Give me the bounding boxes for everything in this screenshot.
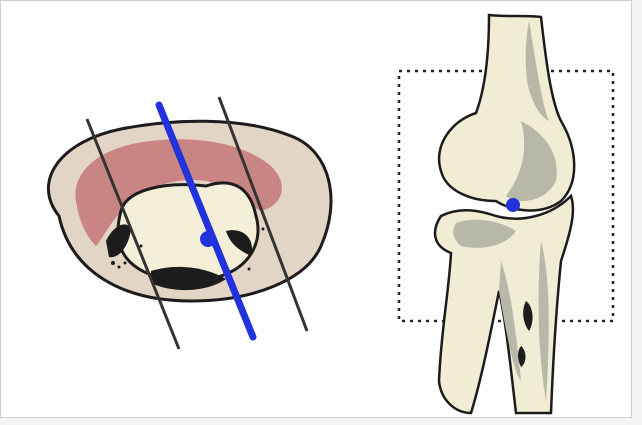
figure-frame bbox=[0, 0, 632, 418]
cross-section-panel bbox=[48, 97, 331, 349]
blue-axis-center bbox=[200, 231, 216, 247]
anatomy-illustration bbox=[1, 1, 633, 419]
lateral-view-panel bbox=[399, 15, 613, 413]
joint-center-marker bbox=[506, 198, 520, 212]
